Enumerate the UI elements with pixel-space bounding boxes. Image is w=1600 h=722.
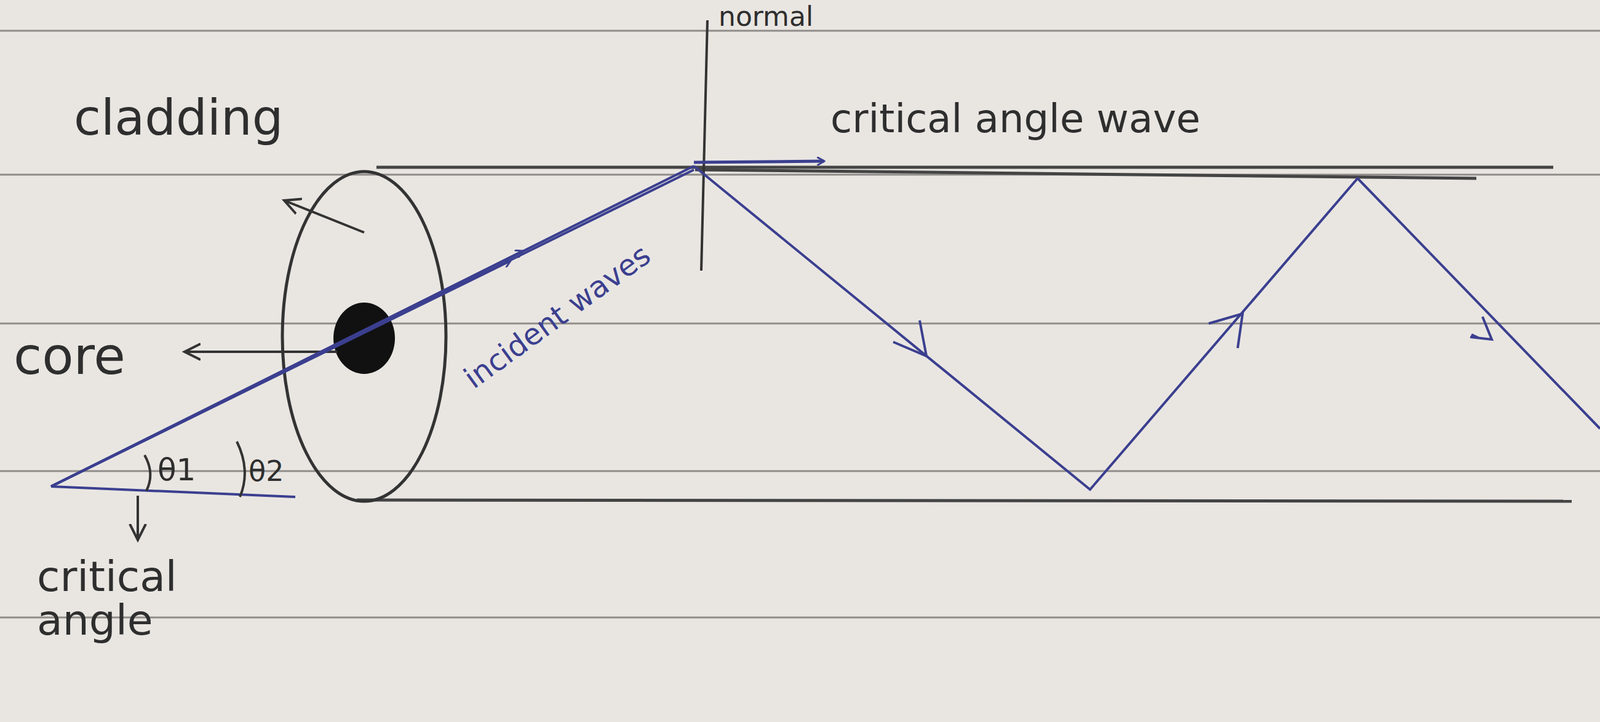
theta-label: θ1: [157, 453, 196, 487]
incident-label: incident waves: [458, 238, 656, 394]
cladding-label: cladding: [73, 92, 284, 144]
rule-lines: [0, 30, 1600, 618]
theta1-arc: [144, 455, 151, 491]
ray-arrowheads: [893, 313, 1492, 357]
theta2-arc: [236, 441, 245, 498]
normal-label: normal: [718, 2, 814, 31]
fiber-boundary: [356, 167, 1572, 502]
core-disc: [333, 302, 395, 375]
reflected-ray: [693, 166, 1600, 490]
core-label: core: [13, 329, 126, 384]
critical-wave: [693, 161, 825, 163]
wave-label: critical angle wave: [830, 98, 1201, 140]
theta-label: θ2: [248, 456, 284, 486]
critical-angle-label: critical angle: [36, 554, 259, 643]
normal-line: [701, 20, 708, 271]
cladding-leader: [284, 200, 365, 233]
cladding-ellipse: [282, 171, 446, 502]
angle-leader: [136, 495, 140, 541]
core-leader: [184, 350, 338, 354]
base-line: [51, 486, 296, 498]
incident-rays: [51, 166, 694, 487]
